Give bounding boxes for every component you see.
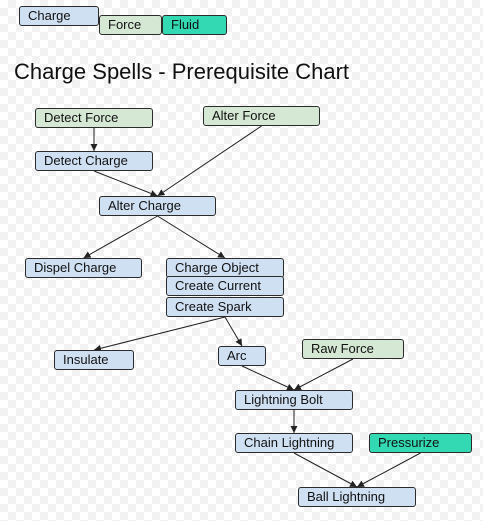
edge-alter-charge-to-charge-object xyxy=(157,215,226,259)
node-ball-lightning[interactable]: Ball Lightning xyxy=(298,487,416,507)
node-create-spark[interactable]: Create Spark xyxy=(166,297,284,317)
node-arc[interactable]: Arc xyxy=(218,346,266,366)
edge-alter-force-to-alter-charge xyxy=(157,125,262,197)
edge-pressurize-to-ball-lightning xyxy=(356,452,421,488)
edge-create-spark-to-arc xyxy=(224,316,243,347)
node-insulate[interactable]: Insulate xyxy=(54,350,134,370)
node-alter-force[interactable]: Alter Force xyxy=(203,106,320,126)
edge-alter-charge-to-dispel-charge xyxy=(83,215,158,259)
legend-force: Force xyxy=(99,15,162,35)
node-dispel-charge[interactable]: Dispel Charge xyxy=(25,258,142,278)
edge-raw-force-to-lightning-bolt xyxy=(293,358,354,391)
edge-chain-lightning-to-ball-lightning xyxy=(293,452,358,488)
node-charge-object[interactable]: Charge Object xyxy=(166,258,284,278)
edge-detect-charge-to-alter-charge xyxy=(93,170,158,197)
node-raw-force[interactable]: Raw Force xyxy=(302,339,404,359)
legend-charge: Charge xyxy=(19,6,99,26)
edge-create-spark-to-insulate xyxy=(93,316,226,352)
node-chain-lightning[interactable]: Chain Lightning xyxy=(235,433,353,453)
legend-fluid: Fluid xyxy=(162,15,227,35)
node-create-current[interactable]: Create Current xyxy=(166,276,284,296)
page-title: Charge Spells - Prerequisite Chart xyxy=(14,59,350,84)
edge-arc-to-lightning-bolt xyxy=(241,365,295,391)
node-pressurize[interactable]: Pressurize xyxy=(369,433,472,453)
node-lightning-bolt[interactable]: Lightning Bolt xyxy=(235,390,353,410)
node-alter-charge[interactable]: Alter Charge xyxy=(99,196,216,216)
node-detect-charge[interactable]: Detect Charge xyxy=(35,151,153,171)
node-detect-force[interactable]: Detect Force xyxy=(35,108,153,128)
